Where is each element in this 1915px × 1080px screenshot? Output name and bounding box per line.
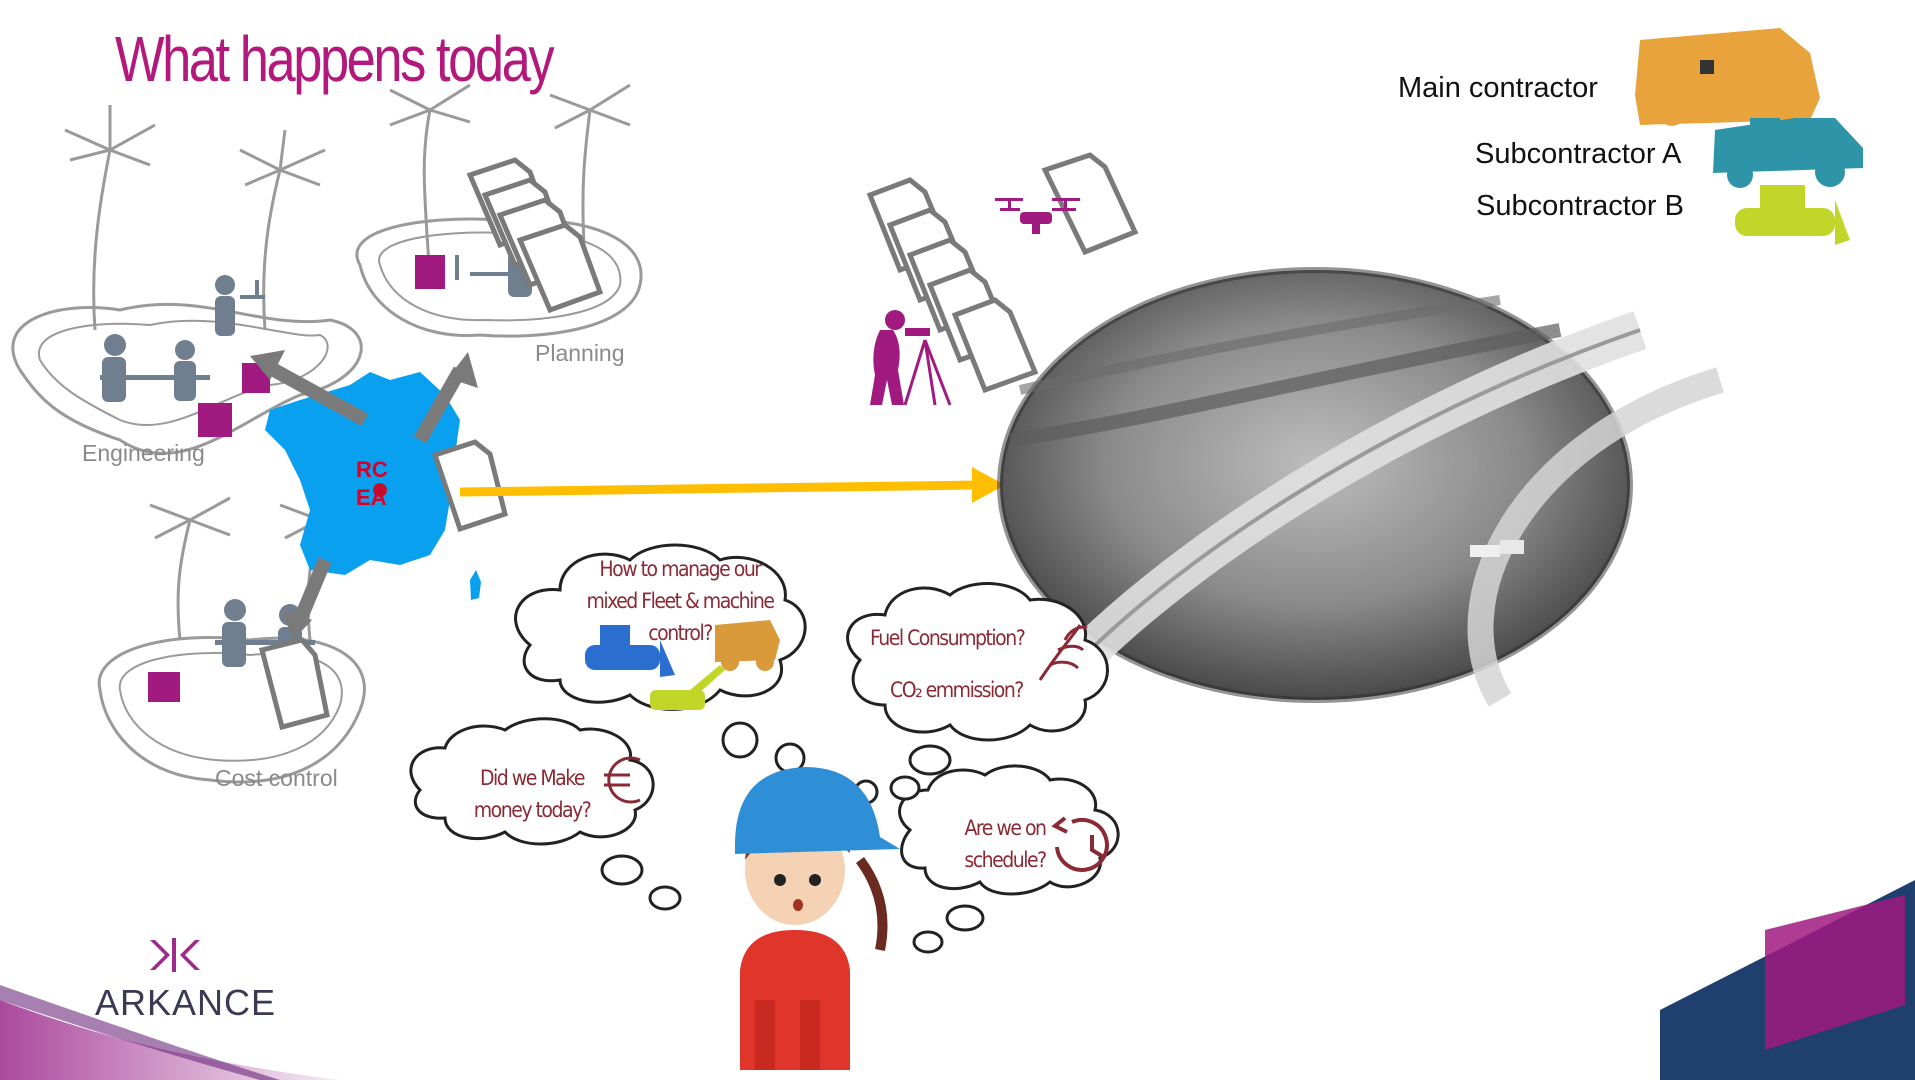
hq-label-line1: RC — [356, 457, 388, 482]
thought-fuel-line2: CO₂ emmission? — [890, 678, 1024, 702]
main-contractor-truck-icon — [1635, 28, 1820, 126]
thought-fuel: Fuel Consumption? CO₂ emmission? — [870, 622, 1070, 706]
corsica-icon — [470, 570, 481, 600]
worker-icon — [735, 767, 900, 1070]
legend-main-contractor: Main contractor — [1398, 72, 1598, 104]
palm-tree-icon — [64, 83, 631, 641]
surveyor-icon — [870, 310, 952, 406]
document-icon — [258, 157, 604, 731]
thought-fuel-line1: Fuel Consumption? — [870, 626, 1026, 650]
hq-arrows — [261, 358, 467, 623]
france-map — [265, 372, 460, 575]
thought-bubbles — [600, 721, 985, 954]
thought-fleet-line1: How to manage our — [599, 557, 762, 581]
subcontractor-a-truck-icon — [1713, 118, 1863, 188]
decorative-swoosh-left — [0, 1000, 340, 1080]
office-label-cost-control: Cost control — [215, 765, 338, 791]
drone-icon — [995, 198, 1080, 234]
dump-truck-icon — [715, 620, 780, 671]
bulldozer-icon — [585, 625, 675, 677]
office-label-planning: Planning — [535, 340, 625, 366]
thought-money-line2: money today? — [473, 798, 592, 822]
hq-marker — [373, 483, 387, 497]
planning-island — [355, 217, 643, 338]
thought-fleet-line3: control? — [648, 621, 713, 645]
cost-control-island — [97, 636, 366, 784]
page-title: What happens today — [115, 23, 555, 95]
leaf-icon — [1038, 624, 1088, 681]
subcontractor-b-bulldozer-icon — [1735, 185, 1850, 245]
thought-fleet: How to manage our mixed Fleet & machine … — [560, 553, 800, 649]
thought-fleet-line2: mixed Fleet & machine — [586, 589, 775, 613]
document-stack-icon — [866, 152, 1139, 394]
arkance-logo-mark — [150, 938, 200, 972]
office-label-engineering: Engineering — [82, 440, 205, 466]
thought-money: Did we Make money today? — [452, 762, 612, 826]
thought-schedule-line1: Are we on — [964, 816, 1047, 840]
engineering-island — [11, 302, 363, 455]
main-flow-arrowhead — [972, 467, 1005, 503]
excavator-icon — [650, 665, 725, 710]
thought-schedule: Are we on schedule? — [940, 812, 1070, 876]
thought-cloud-money — [409, 717, 655, 846]
euro-icon — [604, 756, 641, 804]
legend-subcontractor-a: Subcontractor A — [1475, 138, 1682, 170]
thought-money-line1: Did we Make — [479, 766, 586, 790]
construction-site-photo — [997, 267, 1724, 707]
hq-label: RC EA — [356, 456, 388, 512]
thought-cloud-fuel — [846, 582, 1109, 742]
arkance-logo-text: ARKANCE — [95, 982, 277, 1023]
schedule-icon — [1051, 816, 1109, 872]
hq-label-line2: EA — [356, 485, 387, 510]
thought-schedule-line2: schedule? — [964, 848, 1047, 872]
main-flow-arrow — [459, 480, 981, 497]
legend-subcontractor-b: Subcontractor B — [1476, 190, 1684, 222]
decorative-corner-right-accent — [1765, 895, 1905, 1050]
hq-arrowheads — [250, 350, 478, 640]
